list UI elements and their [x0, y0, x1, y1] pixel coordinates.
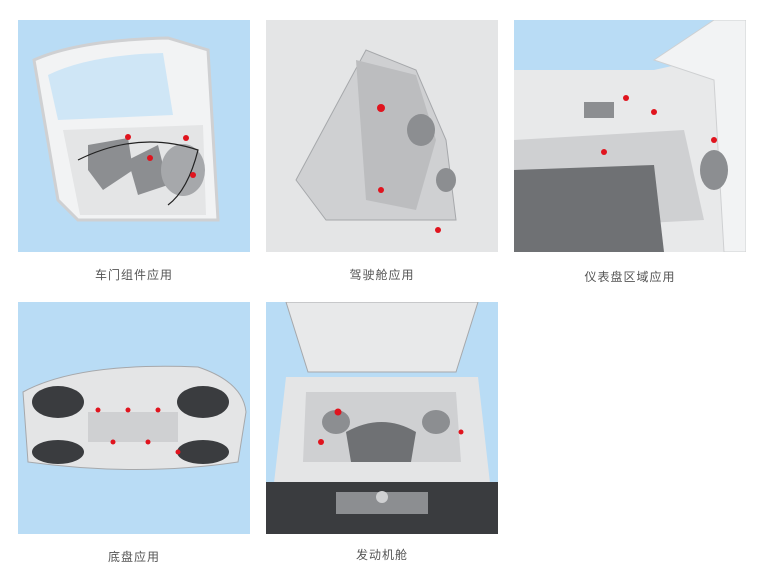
car-door-image: [18, 20, 250, 252]
caption-dashboard: 仪表盘区域应用: [584, 270, 676, 284]
cabin-illustration: [266, 20, 498, 252]
cabin-image: [266, 20, 498, 252]
engine-bay-image: [266, 302, 498, 534]
caption-underbody: 底盘应用: [107, 550, 160, 564]
door-illustration: [18, 20, 250, 252]
underbody-illustration: [18, 302, 250, 534]
caption-engine: 发动机舱: [355, 548, 408, 562]
dashboard-illustration: [514, 20, 746, 252]
caption-door: 车门组件应用: [94, 268, 173, 282]
caption-cabin: 驾驶舱应用: [349, 268, 415, 282]
engine-illustration: [266, 302, 498, 534]
dashboard-image: [514, 20, 746, 252]
underbody-image: [18, 302, 250, 534]
